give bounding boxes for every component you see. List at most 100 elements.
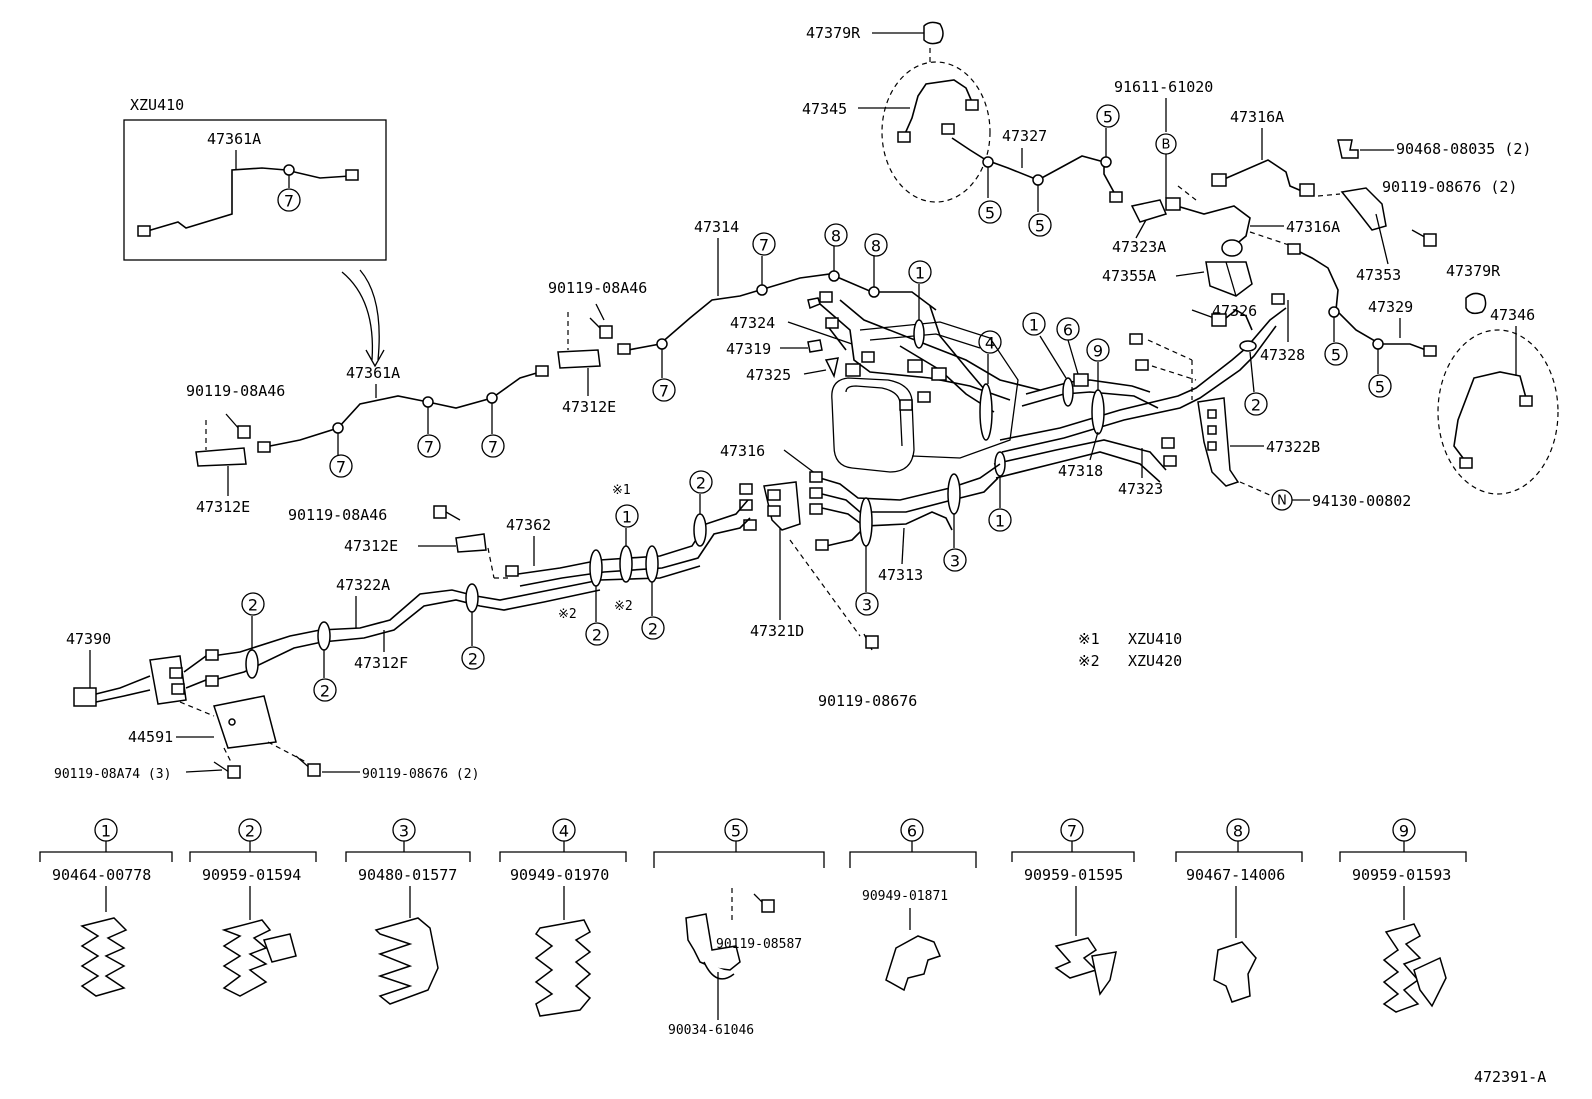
- svg-text:3: 3: [950, 552, 960, 571]
- bolt-icon: [227, 765, 241, 779]
- label-47312E-mid: 47312E: [562, 398, 616, 416]
- pipe-47316-47313: 47316 3 3 47313: [720, 442, 1001, 616]
- svg-text:2: 2: [468, 650, 478, 669]
- valve-assembly: 1 4 47324 47319 47325: [726, 260, 1041, 473]
- svg-text:※1: ※1: [612, 483, 631, 498]
- label-44591: 44591: [128, 728, 173, 746]
- svg-text:6: 6: [1063, 321, 1073, 340]
- svg-text:7: 7: [659, 382, 669, 401]
- footnote-mark-2: ※2: [1078, 652, 1100, 670]
- clip-icon: [221, 919, 272, 997]
- svg-text:N: N: [1277, 494, 1287, 509]
- label-47319: 47319: [726, 340, 771, 358]
- legend-item-1: 1 90464-00778: [39, 818, 173, 997]
- svg-text:4: 4: [985, 334, 995, 353]
- label-47361A-inset: 47361A: [207, 130, 261, 148]
- bolt-icon: [599, 325, 613, 339]
- bracket-icon: [455, 533, 487, 553]
- svg-text:2: 2: [248, 596, 258, 615]
- svg-text:5: 5: [1035, 217, 1045, 236]
- label-47312F: 47312F: [354, 654, 408, 672]
- legend-item-8: 8 90467-14006: [1175, 818, 1303, 1003]
- label-47322B: 47322B: [1266, 438, 1320, 456]
- label-47322A: 47322A: [336, 576, 390, 594]
- bracket-icon: [195, 447, 247, 467]
- pipe-47345-group: 47379R 47345 47327 5 5 5: [802, 21, 1123, 237]
- svg-text:2: 2: [592, 626, 602, 645]
- label-47316: 47316: [720, 442, 765, 460]
- inset-title: XZU410: [130, 96, 184, 114]
- pipe-47346-group: 47379R 47346: [1437, 262, 1559, 495]
- svg-text:1: 1: [622, 508, 632, 527]
- legend-part-2: 90959-01594: [202, 866, 301, 884]
- label-90119-08A46-a: 90119-08A46: [186, 382, 285, 400]
- svg-text:9: 9: [1093, 342, 1103, 361]
- svg-text:7: 7: [759, 236, 769, 255]
- label-47362: 47362: [506, 516, 551, 534]
- pipe-47314: 47314 7 7 8 8: [617, 218, 937, 402]
- clip-icon: [80, 917, 128, 997]
- legend-subpart-5b: 90034-61046: [668, 1023, 754, 1038]
- label-47316A-top: 47316A: [1230, 108, 1284, 126]
- hose-47316A-group: 91611-61020 B 47316A 47323A 47316A 47355…: [1102, 78, 1340, 297]
- svg-text:※2: ※2: [558, 607, 577, 622]
- svg-text:7: 7: [1067, 822, 1077, 841]
- svg-text:8: 8: [1233, 822, 1243, 841]
- bracket-icon: [557, 349, 601, 369]
- label-94130-00802: 94130-00802: [1312, 492, 1411, 510]
- label-47379R-top: 47379R: [806, 24, 861, 42]
- legend-item-5: 5 90119-08587 90034-61046: [653, 818, 825, 1038]
- svg-text:3: 3: [862, 596, 872, 615]
- bracket-icon: [1197, 397, 1240, 487]
- svg-text:9: 9: [1399, 822, 1409, 841]
- legend-part-1: 90464-00778: [52, 866, 151, 884]
- legend-part-4: 90949-01970: [510, 866, 609, 884]
- bracket-47312E-lower: 90119-08A46 47312E: [288, 505, 508, 579]
- svg-text:1: 1: [995, 512, 1005, 531]
- footnote-mark-1: ※1: [1078, 630, 1100, 648]
- pipe-nut: [345, 169, 359, 181]
- bolt-icon: [307, 763, 321, 777]
- svg-text:2: 2: [696, 474, 706, 493]
- bracket-47312E-mid: 90119-08A46 47312E: [548, 279, 647, 416]
- legend-item-4: 4 90949-01970: [499, 818, 627, 1017]
- drawing-number: 472391-A: [1474, 1068, 1546, 1086]
- svg-text:2: 2: [245, 822, 255, 841]
- bracket-icon: [1205, 261, 1253, 297]
- bolt-icon: [1423, 233, 1437, 247]
- label-47318: 47318: [1058, 462, 1103, 480]
- svg-text:5: 5: [731, 822, 741, 841]
- footnotes: ※1 XZU410 ※2 XZU420: [1078, 630, 1182, 670]
- inset-frame: [123, 119, 387, 261]
- footnote-text-1: XZU410: [1128, 630, 1182, 648]
- svg-text:5: 5: [1103, 108, 1113, 127]
- label-90119-08676-2-bottom: 90119-08676 (2): [362, 767, 479, 782]
- clip-icon: [374, 917, 439, 1005]
- svg-text:6: 6: [907, 822, 917, 841]
- clip-legend: 1 90464-00778 2 90959-01594 3 90480-0157…: [39, 818, 1467, 1038]
- label-47379R-right: 47379R: [1446, 262, 1501, 280]
- label-47323A: 47323A: [1112, 238, 1166, 256]
- bracket-47312E-left: 90119-08A46 47312E: [186, 382, 285, 516]
- svg-text:7: 7: [284, 192, 294, 211]
- label-47345: 47345: [802, 100, 847, 118]
- inset-arrows: [341, 269, 385, 368]
- bolt-icon: [237, 425, 251, 439]
- clip-icon: [685, 913, 741, 971]
- svg-text:1: 1: [1029, 316, 1039, 335]
- legend-part-7: 90959-01595: [1024, 866, 1123, 884]
- detail-ellipse: [1437, 329, 1559, 495]
- footnote-text-2: XZU420: [1128, 652, 1182, 670]
- legend-part-8: 90467-14006: [1186, 866, 1285, 884]
- label-47355A: 47355A: [1102, 267, 1156, 285]
- callout-circle: [277, 188, 301, 212]
- pipe-47322A-group: 47362 47322A 47312F 2 2 2 2 ※2 1 ※1 2 ※2…: [205, 470, 751, 702]
- legend-item-6: 6 90949-01871: [849, 818, 977, 992]
- bracket-47353-group: 90468-08035 (2) 90119-08676 (2) 47353 47…: [1249, 139, 1531, 398]
- label-90119-08A74: 90119-08A74 (3): [54, 767, 171, 782]
- label-47316A-mid: 47316A: [1286, 218, 1340, 236]
- bolt-icon: [865, 635, 879, 649]
- label-47361A: 47361A: [346, 364, 400, 382]
- svg-text:※2: ※2: [614, 599, 633, 614]
